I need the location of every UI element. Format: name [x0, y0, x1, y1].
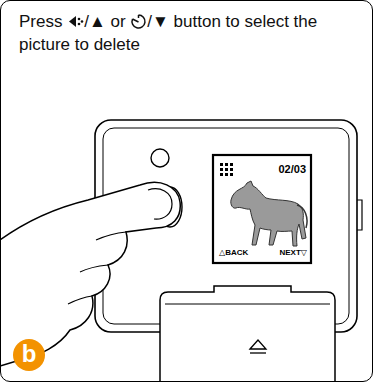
finger-creases [68, 232, 126, 304]
instruction-text: /▼ button to select the picture to delet… [19, 12, 317, 54]
space [62, 12, 67, 31]
instruction-text: Press [19, 12, 62, 31]
timer-icon [130, 13, 147, 30]
card-tray [160, 286, 335, 382]
step-letter: b [22, 342, 37, 366]
horse-tail [297, 205, 307, 228]
step-badge: b [12, 338, 46, 372]
hand [0, 182, 180, 366]
tray-edge [165, 304, 330, 305]
menu-back-icon [67, 13, 84, 30]
next-label: NEXT▽ [280, 248, 308, 257]
horse-picture [231, 181, 306, 246]
menu-grid-icon [220, 163, 233, 176]
instruction-text: Press /▲ or /▼ button to select the pict… [19, 10, 361, 56]
eject-symbol [250, 340, 266, 353]
screen-display: 02/03 △BACK NEXT▽ [214, 156, 312, 264]
side-notch [357, 200, 362, 230]
space [126, 12, 131, 31]
back-label: △BACK [219, 248, 248, 257]
picture-counter: 02/03 [278, 163, 306, 175]
thumb-nail [148, 189, 172, 219]
instruction-text: /▲ or [84, 12, 125, 31]
screen-frame [213, 155, 311, 263]
top-button [151, 149, 169, 167]
